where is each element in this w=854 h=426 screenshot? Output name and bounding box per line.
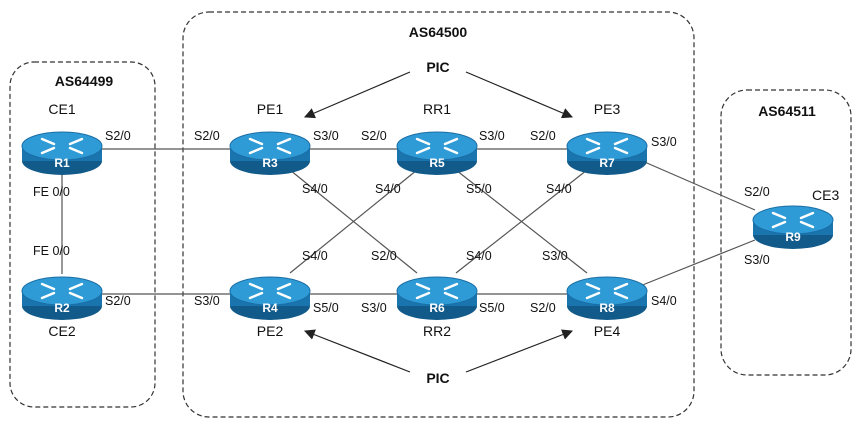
device-label-ce3: CE3 bbox=[812, 187, 839, 203]
if-r5-r7: S3/0 bbox=[479, 129, 505, 143]
if-r3-r6: S4/0 bbox=[302, 182, 328, 196]
interface-labels: S2/0 S2/0 FE 0/0 FE 0/0 S2/0 S3/0 S3/0 S… bbox=[33, 129, 770, 315]
router-r1[interactable]: R1 bbox=[21, 131, 103, 175]
as64499-boundary bbox=[9, 61, 156, 408]
if-r3-r1: S2/0 bbox=[194, 129, 220, 143]
router-r4-id: R4 bbox=[262, 301, 278, 315]
if-r7-r5: S2/0 bbox=[530, 129, 556, 143]
if-r2-r4: S2/0 bbox=[105, 294, 131, 308]
router-icon bbox=[415, 137, 459, 155]
router-r6[interactable]: R6 bbox=[396, 276, 478, 320]
router-r9[interactable]: R9 bbox=[752, 205, 834, 249]
router-r2-id: R2 bbox=[54, 301, 70, 315]
link-r8-r9 bbox=[639, 239, 756, 287]
device-label-pe1: PE1 bbox=[257, 101, 284, 117]
if-r8-r6: S2/0 bbox=[530, 301, 556, 315]
if-r8-r9: S4/0 bbox=[651, 294, 677, 308]
as64499-label: AS64499 bbox=[55, 73, 114, 89]
router-icon bbox=[585, 282, 629, 300]
links-layer bbox=[61, 148, 756, 295]
if-r6-r7: S4/0 bbox=[466, 249, 492, 263]
router-r6-id: R6 bbox=[429, 301, 445, 315]
if-r2-r1: FE 0/0 bbox=[33, 244, 70, 258]
if-r6-r3: S2/0 bbox=[371, 249, 397, 263]
if-r4-r2: S3/0 bbox=[194, 294, 220, 308]
if-r6-r8: S5/0 bbox=[479, 301, 505, 315]
link-r6-r7 bbox=[455, 169, 588, 274]
if-r4-r5: S4/0 bbox=[302, 249, 328, 263]
router-icon bbox=[248, 282, 292, 300]
pic-bottom-label: PIC bbox=[426, 370, 449, 386]
if-r9-r8: S3/0 bbox=[744, 253, 770, 267]
device-label-ce1: CE1 bbox=[48, 101, 75, 117]
pic-bottom-group: PIC bbox=[303, 329, 574, 386]
pic-bottom-arrow-right bbox=[465, 329, 574, 373]
pic-bottom-arrow-left bbox=[303, 329, 411, 373]
router-r7[interactable]: R7 bbox=[566, 131, 648, 175]
if-r1-r2: FE 0/0 bbox=[33, 185, 70, 199]
router-r3-id: R3 bbox=[262, 156, 278, 170]
router-r8-id: R8 bbox=[599, 301, 615, 315]
router-r7-id: R7 bbox=[599, 156, 615, 170]
router-r4[interactable]: R4 bbox=[229, 276, 311, 320]
if-r7-r6: S4/0 bbox=[546, 182, 572, 196]
router-r8[interactable]: R8 bbox=[566, 276, 648, 320]
device-label-ce2: CE2 bbox=[48, 323, 75, 339]
router-r2[interactable]: R2 bbox=[21, 276, 103, 320]
as64511-boundary bbox=[720, 89, 852, 376]
router-r3[interactable]: R3 bbox=[229, 131, 311, 175]
router-icon bbox=[248, 137, 292, 155]
pic-top-arrow-right bbox=[465, 71, 573, 119]
link-r5-r4 bbox=[289, 169, 418, 274]
router-icon bbox=[40, 282, 84, 300]
if-r7-r9: S3/0 bbox=[651, 135, 677, 149]
router-icon bbox=[40, 137, 84, 155]
if-r5-r4: S4/0 bbox=[375, 182, 401, 196]
device-label-pe3: PE3 bbox=[594, 101, 621, 117]
if-r1-r3: S2/0 bbox=[105, 129, 131, 143]
device-label-rr1: RR1 bbox=[423, 101, 451, 117]
if-r8-r5: S3/0 bbox=[542, 249, 568, 263]
router-icon bbox=[585, 137, 629, 155]
if-r5-r8: S5/0 bbox=[466, 182, 492, 196]
if-r9-r7: S2/0 bbox=[744, 185, 770, 199]
router-r5[interactable]: R5 bbox=[396, 131, 478, 175]
pic-top-arrow-left bbox=[304, 71, 411, 119]
if-r5-r3: S2/0 bbox=[361, 129, 387, 143]
if-r3-r5: S3/0 bbox=[313, 129, 339, 143]
router-icon bbox=[415, 282, 459, 300]
as64511-label: AS64511 bbox=[758, 103, 816, 119]
if-r6-r4: S3/0 bbox=[361, 301, 387, 315]
device-label-pe2: PE2 bbox=[257, 323, 284, 339]
if-r4-r6: S5/0 bbox=[313, 301, 339, 315]
device-label-rr2: RR2 bbox=[423, 323, 451, 339]
as64500-label: AS64500 bbox=[409, 24, 468, 40]
pic-top-group: PIC bbox=[304, 59, 573, 119]
router-r9-id: R9 bbox=[785, 230, 801, 244]
pic-top-label: PIC bbox=[426, 59, 449, 75]
router-r5-id: R5 bbox=[429, 156, 445, 170]
router-icon bbox=[771, 211, 815, 229]
link-r7-r9 bbox=[639, 159, 756, 211]
router-r1-id: R1 bbox=[54, 156, 70, 170]
as64500-boundary bbox=[182, 11, 695, 418]
device-label-pe4: PE4 bbox=[594, 323, 621, 339]
